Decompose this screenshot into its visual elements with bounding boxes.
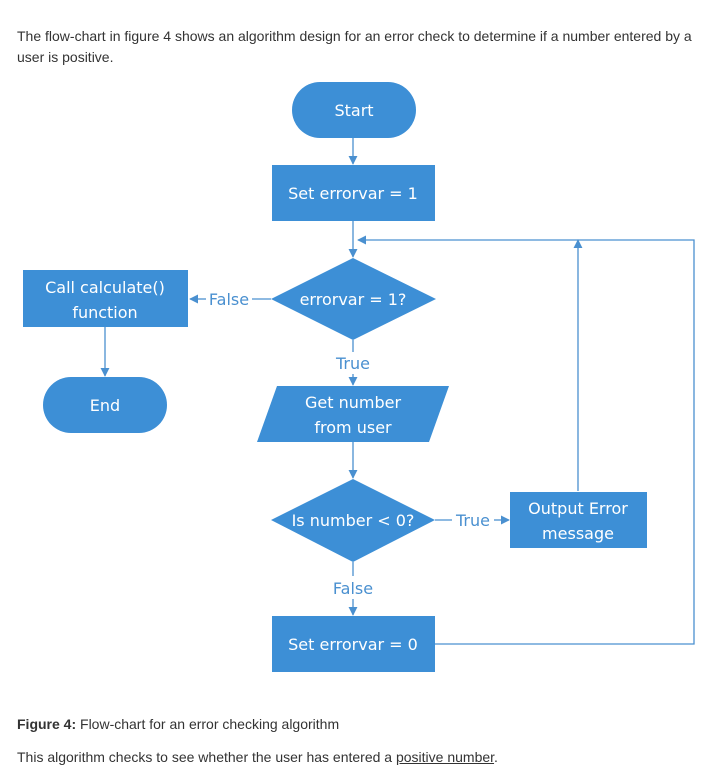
node-output-error-line2: message <box>542 524 614 543</box>
edge-set0-loop <box>357 235 695 645</box>
summary-paragraph: This algorithm checks to see whether the… <box>17 747 498 767</box>
figure-caption-label: Figure 4: <box>17 716 77 732</box>
positive-number-link[interactable]: positive number <box>395 749 495 765</box>
node-end-label: End <box>90 396 120 415</box>
node-start-label: Start <box>334 101 373 120</box>
node-set-errorvar-1: Set errorvar = 1 <box>272 165 435 221</box>
intro-paragraph: The flow-chart in figure 4 shows an algo… <box>17 28 692 65</box>
edge-label-true-2: True <box>455 511 490 530</box>
node-call-calculate: Call calculate() function <box>23 270 188 327</box>
edge-label-false-2: False <box>333 579 373 598</box>
node-decision-errorvar-label: errorvar = 1? <box>300 290 407 309</box>
edge-label-false-1: False <box>209 290 249 309</box>
node-output-error: Output Error message <box>510 492 647 548</box>
figure-caption: Figure 4: Flow-chart for an error checki… <box>17 714 339 734</box>
connectors <box>100 138 695 645</box>
figure-caption-text: Flow-chart for an error checking algorit… <box>76 716 340 732</box>
summary-text-before: This algorithm checks to see whether the… <box>17 749 396 765</box>
summary-text-after: . <box>494 749 498 765</box>
node-decision-number: Is number < 0? <box>271 479 435 562</box>
node-call-calculate-line1: Call calculate() <box>45 278 165 297</box>
node-set-errorvar-1-label: Set errorvar = 1 <box>288 184 418 203</box>
node-decision-errorvar: errorvar = 1? <box>271 258 436 340</box>
node-decision-number-label: Is number < 0? <box>292 511 415 530</box>
node-get-number: Get number from user <box>257 386 449 442</box>
node-get-number-line2: from user <box>314 418 392 437</box>
flowchart: Start Set errorvar = 1 errorvar = 1? Cal… <box>23 82 695 672</box>
node-set-errorvar-0: Set errorvar = 0 <box>272 616 435 672</box>
node-end: End <box>43 377 167 433</box>
node-start: Start <box>292 82 416 138</box>
node-call-calculate-line2: function <box>72 303 137 322</box>
edge-label-true-1: True <box>335 354 370 373</box>
node-output-error-line1: Output Error <box>528 499 628 518</box>
node-set-errorvar-0-label: Set errorvar = 0 <box>288 635 418 654</box>
node-get-number-line1: Get number <box>305 393 401 412</box>
